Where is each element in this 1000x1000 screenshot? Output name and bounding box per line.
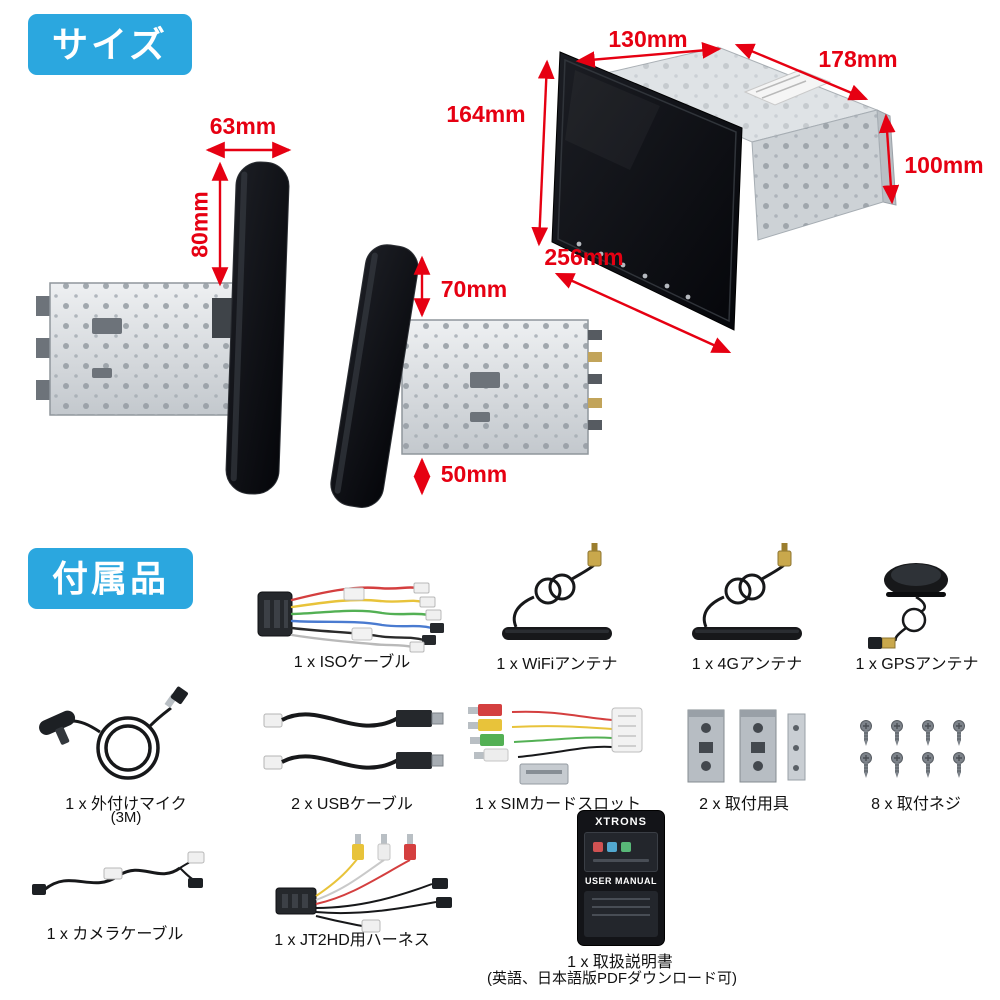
dim-line-screen-width [554, 272, 732, 354]
accessory-label-4g-antenna: 1 x 4Gアンテナ [691, 656, 803, 673]
manual-cover-decoration [593, 859, 649, 862]
accessory-label-gps-antenna: 1 x GPSアンテナ [855, 656, 979, 673]
accessory-label-manual: 1 x 取扱説明書 [567, 954, 673, 971]
usb-cables-image [263, 710, 444, 770]
sim-card-slot-image [468, 704, 643, 785]
manual-cover-decoration [621, 842, 631, 852]
accessories-section-title: 付属品 [28, 548, 194, 610]
camera-cable-image [32, 851, 205, 895]
accessory-label-wifi-antenna: 1 x WiFiアンテナ [496, 656, 618, 673]
gps-antenna-image [868, 563, 948, 649]
accessory-label-camera-cable: 1 x カメラケーブル [46, 926, 184, 943]
dim-line-screen-height [531, 59, 555, 247]
dim-line-chassis-height [878, 113, 900, 205]
wifi-antenna-image [500, 541, 614, 642]
dimension-lines [205, 42, 900, 496]
accessory-sub-manual: (英語、日本語版PDFダウンロード可) [487, 970, 737, 987]
accessory-label-brackets: 2 x 取付用具 [699, 796, 789, 813]
dim-tilt-bottom-label: 50mm [440, 461, 508, 487]
dim-screen-height-label: 164mm [446, 101, 526, 127]
manual-cover-decoration [593, 842, 603, 852]
manual-brand-text: XTRONS [595, 816, 647, 828]
accessory-label-harness: 1 x JT2HD用ハーネス [274, 932, 430, 949]
unit-side-view-image [36, 161, 290, 495]
dim-chassis-width-label: 130mm [608, 26, 688, 52]
jt2hd-harness-image [275, 834, 452, 933]
accessory-label-usb-cables: 2 x USBケーブル [291, 796, 413, 813]
manual-text-lines [584, 891, 658, 937]
mounting-brackets-image [687, 709, 806, 783]
dim-screen-width-label: 256mm [544, 244, 624, 270]
iso-cable-image [257, 582, 444, 653]
4g-antenna-image [690, 541, 804, 642]
manual-title-text: USER MANUAL [585, 876, 657, 886]
manual-cover-image [584, 832, 658, 872]
user-manual-image: XTRONS USER MANUAL [577, 810, 665, 946]
dim-chassis-height-label: 100mm [904, 152, 984, 178]
accessory-label-microphone: 1 x 外付けマイク [65, 796, 187, 813]
size-section-title: サイズ [28, 14, 192, 76]
dim-screen-top-offset-label: 80mm [186, 191, 213, 258]
accessory-label-sim-slot: 1 x SIMカードスロット [474, 796, 642, 813]
accessory-label-iso-cable: 1 x ISOケーブル [293, 654, 411, 671]
microphone-image [39, 686, 188, 780]
accessory-sub-microphone: (3M) [110, 809, 142, 826]
manual-cover-decoration [607, 842, 617, 852]
unit-tilt-view-image [330, 244, 602, 508]
accessory-label-screws: 8 x 取付ネジ [871, 796, 961, 813]
screws-image [859, 719, 966, 779]
dim-line-chassis-depth [734, 43, 869, 101]
dim-tilt-top-label: 70mm [440, 276, 508, 302]
dim-line-chassis-width [575, 42, 722, 68]
dim-chassis-depth-label: 178mm [818, 46, 898, 72]
dim-screen-depth-label: 63mm [209, 113, 277, 139]
